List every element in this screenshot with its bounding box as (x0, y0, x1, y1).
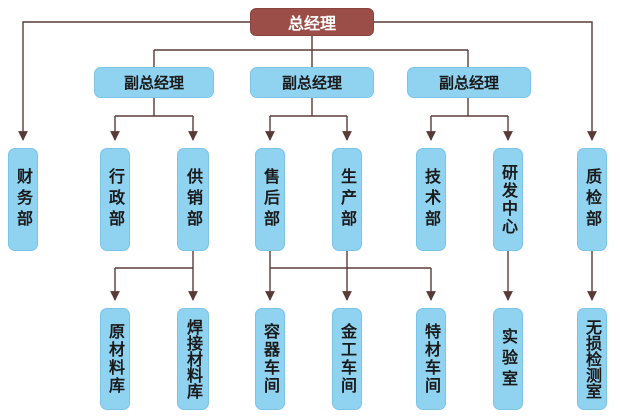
link-root-quality (374, 21, 597, 141)
node-welding-material-store: 焊接材料库 (177, 308, 209, 410)
node-vice-president-2: 副总经理 (250, 67, 374, 98)
node-laboratory: 实验室 (493, 308, 523, 410)
node-production-dept: 生产部 (332, 148, 362, 251)
node-quality-dept: 质检部 (577, 148, 607, 251)
node-metalwork-workshop: 金工车间 (332, 308, 362, 410)
node-finance-dept: 财务部 (8, 148, 38, 251)
link-vp3-bus (431, 98, 508, 117)
node-admin-dept: 行政部 (100, 148, 130, 251)
node-aftersales-dept: 售后部 (255, 148, 285, 251)
node-tech-dept: 技术部 (416, 148, 446, 251)
node-rnd-center: 研发中心 (493, 148, 523, 251)
link-supply-bus (115, 251, 194, 269)
node-general-manager: 总经理 (250, 8, 374, 36)
node-vice-president-3: 副总经理 (407, 67, 531, 98)
link-workshop-bus (269, 251, 431, 269)
node-raw-material-store: 原材料库 (100, 308, 130, 410)
link-root-finance (18, 21, 250, 141)
node-vessel-workshop: 容器车间 (255, 308, 285, 410)
node-supply-dept: 供销部 (177, 148, 209, 251)
node-special-material-workshop: 特材车间 (416, 308, 446, 410)
node-ndt-room: 无损检测室 (577, 308, 607, 410)
link-vp1-bus (115, 98, 193, 117)
link-root-vp-bus (153, 36, 469, 67)
link-vp2-bus (270, 98, 347, 117)
node-vice-president-1: 副总经理 (94, 67, 214, 98)
